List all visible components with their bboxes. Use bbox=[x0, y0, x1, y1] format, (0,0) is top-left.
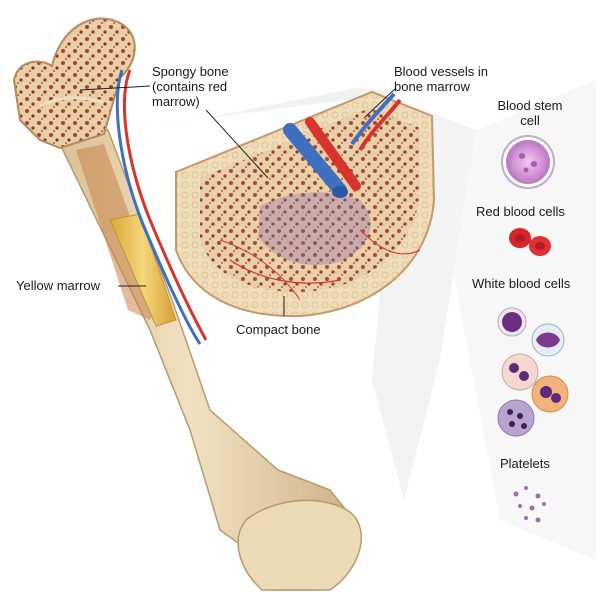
zoom-projection-upper bbox=[104, 88, 404, 132]
artery-shaft bbox=[122, 69, 208, 341]
label-platelets: Platelets bbox=[500, 456, 550, 471]
growth-line bbox=[39, 96, 105, 108]
label-spongy-bone: Spongy bone (contains red marrow) bbox=[152, 64, 229, 109]
label-compact-bone: Compact bone bbox=[236, 322, 321, 337]
label-blood-vessels-line1: Blood vessels in bbox=[394, 64, 488, 79]
label-blood-stem-cell-line1: Blood stem bbox=[497, 98, 563, 113]
label-red-blood-cells: Red blood cells bbox=[476, 204, 565, 219]
label-blood-stem-cell: Blood stem cell bbox=[492, 98, 568, 128]
label-blood-vessels: Blood vessels in bone marrow bbox=[394, 64, 488, 94]
label-blood-vessels-line2: bone marrow bbox=[394, 79, 470, 94]
vein-shaft bbox=[115, 69, 202, 345]
leader-blood-vessels bbox=[363, 87, 397, 119]
label-spongy-bone-line2: (contains red bbox=[152, 79, 228, 94]
label-yellow-marrow: Yellow marrow bbox=[16, 278, 101, 293]
yellow-marrow-region bbox=[109, 213, 177, 327]
label-blood-stem-cell-line2: cell bbox=[520, 113, 540, 128]
platelets-illustration bbox=[513, 486, 546, 523]
white-blood-cells-illustration bbox=[497, 307, 569, 437]
label-white-blood-cells: White blood cells bbox=[472, 276, 571, 291]
blood-stem-cell-illustration bbox=[501, 135, 555, 189]
label-spongy-bone-line3: marrow) bbox=[152, 94, 200, 109]
leader-spongy-bone bbox=[205, 109, 269, 179]
leader-spongy-bone-shaft bbox=[79, 85, 151, 91]
label-spongy-bone-line1: Spongy bone bbox=[152, 64, 229, 79]
femur-distal-head bbox=[237, 499, 363, 591]
bone-head-section bbox=[12, 17, 136, 150]
red-blood-cells-illustration bbox=[509, 228, 551, 256]
